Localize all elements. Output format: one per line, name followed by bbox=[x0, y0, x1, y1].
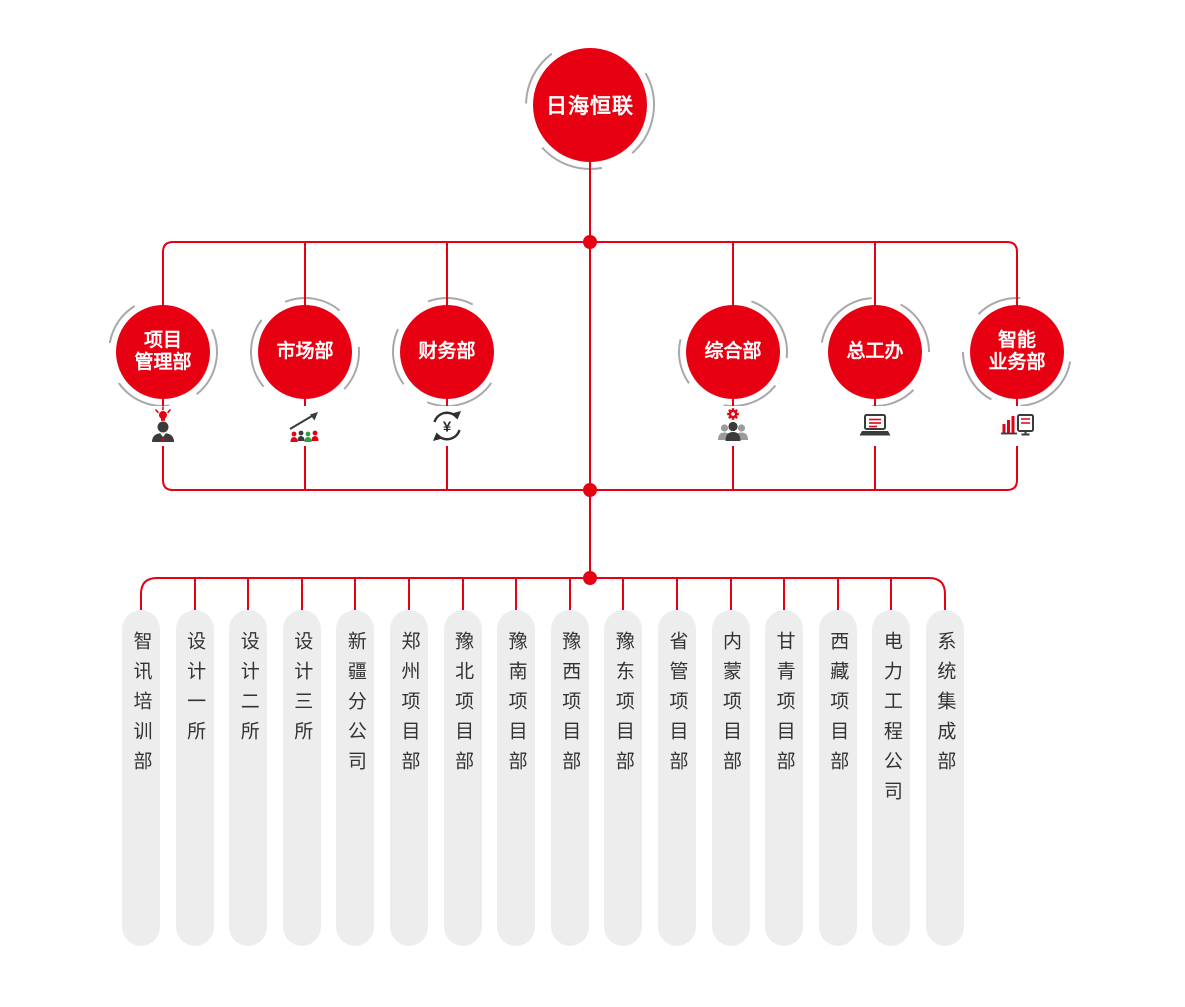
branch-label: 豫南项目部 bbox=[505, 631, 527, 781]
branch-box: 系统集成部 bbox=[925, 610, 964, 946]
branch-label: 设计三所 bbox=[291, 631, 313, 751]
branch-box: 省管项目部 bbox=[657, 610, 696, 946]
dept-node-intelligent-business: 智能 业务部 bbox=[970, 305, 1064, 399]
branch-label: 新疆分公司 bbox=[344, 631, 366, 781]
dept-node-label: 智能 业务部 bbox=[988, 329, 1046, 373]
dept-node-project-management: 项目 管理部 bbox=[116, 305, 210, 399]
branch-label: 省管项目部 bbox=[666, 631, 688, 781]
dept-node-label: 总工办 bbox=[846, 340, 904, 362]
dept-node-general-affairs: 综合部 bbox=[686, 305, 780, 399]
laptop-icon bbox=[855, 406, 895, 446]
branch-list: 智讯培训部 设计一所 设计二所 设计三所 新疆分公司 郑州项目部 豫北项目部 豫… bbox=[122, 610, 964, 946]
branch-label: 内蒙项目部 bbox=[720, 631, 742, 781]
branch-box: 西藏项目部 bbox=[818, 610, 857, 946]
dept-node-finance: 财务部 bbox=[400, 305, 494, 399]
branch-label: 设计一所 bbox=[184, 631, 206, 751]
branch-box: 电力工程公司 bbox=[872, 610, 911, 946]
branch-label: 设计二所 bbox=[237, 631, 259, 751]
monitor-chart-icon bbox=[997, 406, 1037, 446]
branch-box: 豫东项目部 bbox=[604, 610, 643, 946]
branch-box: 设计二所 bbox=[229, 610, 268, 946]
branch-box: 内蒙项目部 bbox=[711, 610, 750, 946]
team-gear-icon bbox=[713, 406, 753, 446]
branch-label: 甘青项目部 bbox=[773, 631, 795, 781]
dept-node-label: 市场部 bbox=[276, 340, 334, 362]
branch-box: 豫北项目部 bbox=[443, 610, 482, 946]
branch-label: 西藏项目部 bbox=[827, 631, 849, 781]
branch-connector bbox=[140, 577, 946, 610]
root-node-label: 日海恒联 bbox=[546, 95, 634, 118]
people-growth-icon bbox=[285, 406, 325, 446]
person-idea-icon bbox=[143, 406, 183, 446]
branch-box: 豫西项目部 bbox=[550, 610, 589, 946]
currency-cycle-icon: ¥ bbox=[427, 406, 467, 446]
dept-node-label: 综合部 bbox=[704, 340, 762, 362]
dept-node-label: 项目 管理部 bbox=[134, 329, 192, 373]
branch-label: 豫西项目部 bbox=[559, 631, 581, 781]
branch-label: 智讯培训部 bbox=[130, 631, 152, 781]
dept-node-label: 财务部 bbox=[418, 340, 476, 362]
branch-label: 系统集成部 bbox=[934, 631, 956, 781]
branch-box: 设计三所 bbox=[282, 610, 321, 946]
branch-label: 豫北项目部 bbox=[452, 631, 474, 781]
branch-box: 智讯培训部 bbox=[122, 610, 160, 946]
junction-dot-top bbox=[583, 235, 597, 249]
branch-box: 新疆分公司 bbox=[336, 610, 375, 946]
branch-box: 设计一所 bbox=[175, 610, 214, 946]
dept-node-chief-engineer-office: 总工办 bbox=[828, 305, 922, 399]
dept-node-marketing: 市场部 bbox=[258, 305, 352, 399]
branch-box: 豫南项目部 bbox=[497, 610, 536, 946]
junction-dot-bottom bbox=[583, 571, 597, 585]
branch-label: 电力工程公司 bbox=[880, 631, 902, 811]
branch-label: 豫东项目部 bbox=[612, 631, 634, 781]
branch-label: 郑州项目部 bbox=[398, 631, 420, 781]
junction-dot-middle bbox=[583, 483, 597, 497]
root-node: 日海恒联 bbox=[533, 48, 647, 162]
branch-box: 甘青项目部 bbox=[765, 610, 804, 946]
yuan-glyph: ¥ bbox=[443, 419, 452, 436]
branch-box: 郑州项目部 bbox=[389, 610, 428, 946]
